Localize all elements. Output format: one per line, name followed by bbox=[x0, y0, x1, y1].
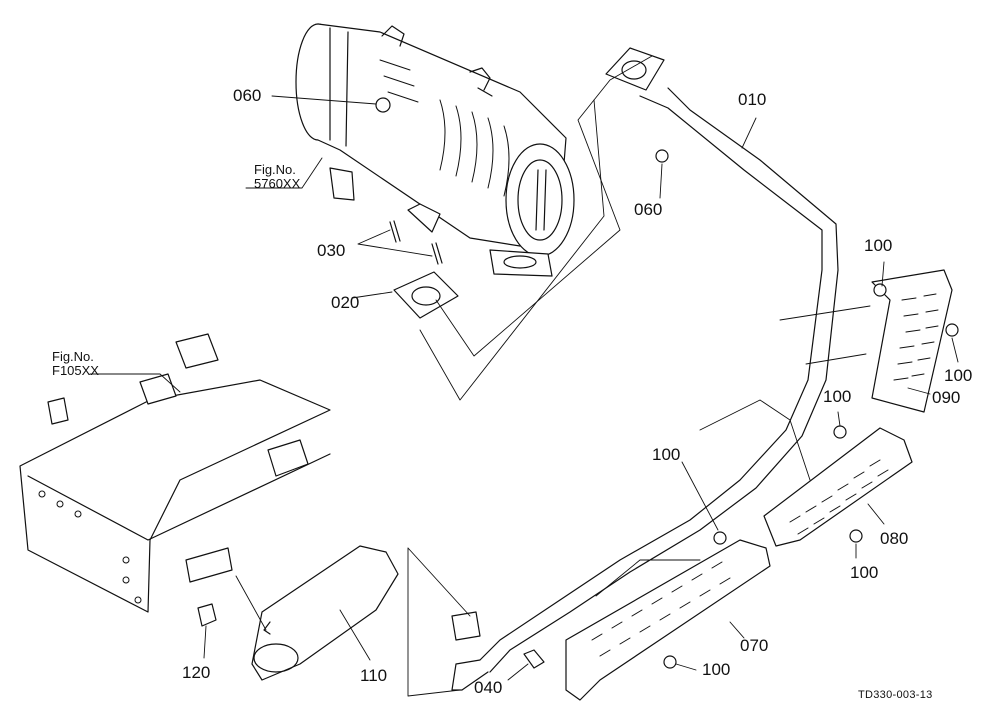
fig-ref-5760-label: Fig.No. bbox=[254, 162, 296, 177]
fig-ref-f105-code: F105XX bbox=[52, 363, 99, 378]
callout-100-b: 100 bbox=[944, 366, 973, 385]
heat-shield-lower bbox=[565, 539, 771, 701]
callout-090: 090 bbox=[932, 388, 961, 407]
callout-060-canister: 060 bbox=[233, 86, 262, 105]
dpf-canister bbox=[295, 23, 575, 277]
gasket bbox=[393, 271, 459, 319]
callout-100-a: 100 bbox=[864, 236, 893, 255]
callout-030: 030 bbox=[317, 241, 346, 260]
frame bbox=[19, 333, 331, 613]
exhaust-pipe bbox=[451, 47, 839, 691]
callout-100-c: 100 bbox=[823, 387, 852, 406]
leader-lines bbox=[89, 55, 959, 697]
bolt-120 bbox=[197, 603, 217, 627]
callout-100-f: 100 bbox=[702, 660, 731, 679]
bolt-040 bbox=[523, 649, 545, 669]
callout-070: 070 bbox=[740, 636, 769, 655]
callout-100-e: 100 bbox=[850, 563, 879, 582]
stud-left bbox=[389, 220, 401, 243]
callout-120: 120 bbox=[182, 663, 211, 682]
callout-080: 080 bbox=[880, 529, 909, 548]
fig-ref-5760-code: 5760XX bbox=[254, 176, 301, 191]
nuts-100 bbox=[663, 283, 959, 669]
callout-040: 040 bbox=[474, 678, 503, 697]
callout-110: 110 bbox=[360, 666, 388, 685]
callout-100-d: 100 bbox=[652, 445, 681, 464]
fig-ref-f105: Fig.No. F105XX bbox=[52, 350, 99, 378]
heat-shield-middle bbox=[763, 427, 913, 547]
tail-pipe bbox=[251, 545, 399, 681]
callout-020: 020 bbox=[331, 293, 360, 312]
callout-060-pipe: 060 bbox=[634, 200, 663, 219]
stud-right bbox=[431, 242, 443, 265]
heat-shield-upper bbox=[871, 269, 953, 413]
callout-010: 010 bbox=[738, 90, 767, 109]
fig-ref-5760: Fig.No. 5760XX bbox=[254, 163, 300, 191]
nut-060-pipe bbox=[655, 149, 669, 163]
fig-ref-f105-label: Fig.No. bbox=[52, 349, 94, 364]
drawing-code: TD330-003-13 bbox=[858, 689, 933, 701]
